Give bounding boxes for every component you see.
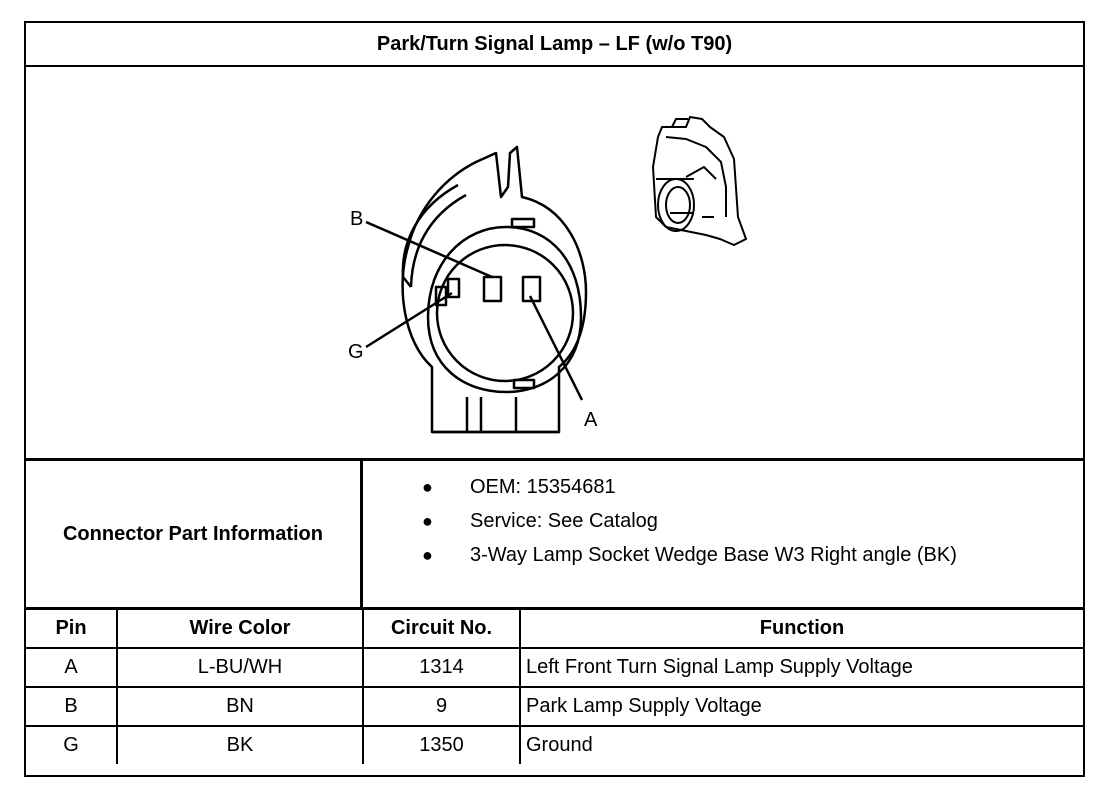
info-item-text: Service: See Catalog — [470, 510, 658, 532]
connector-info-list: ● OEM: 15354681 ● Service: See Catalog ● 3-… — [366, 473, 957, 575]
cell-pin: B — [26, 686, 118, 727]
pin-table: Pin Wire Color Circuit No. Function A L-… — [26, 610, 1083, 764]
connector-face-view: B G A — [348, 116, 747, 434]
connector-drawing: B G A — [26, 67, 1083, 461]
cell-circuit: 9 — [362, 686, 521, 727]
info-item-text: 3-Way Lamp Socket Wedge Base W3 Right an… — [470, 544, 957, 566]
cell-function: Ground — [519, 725, 1083, 764]
table-header-row: Pin Wire Color Circuit No. Function — [26, 610, 1083, 649]
pin-label-g: G — [348, 341, 364, 363]
pin-label-b: B — [350, 208, 363, 230]
table-row: G BK 1350 Ground — [26, 725, 1083, 764]
info-item-description: ● 3-Way Lamp Socket Wedge Base W3 Right a… — [366, 541, 957, 575]
table-row: A L-BU/WH 1314 Left Front Turn Signal La… — [26, 647, 1083, 688]
info-item-oem: ● OEM: 15354681 — [366, 473, 957, 507]
connector-part-info: Connector Part Information ● OEM: 1535468… — [26, 461, 1083, 610]
bullet-icon: ● — [422, 511, 433, 531]
table-row: B BN 9 Park Lamp Supply Voltage — [26, 686, 1083, 727]
info-item-service: ● Service: See Catalog — [366, 507, 957, 541]
cell-function: Left Front Turn Signal Lamp Supply Volta… — [519, 647, 1083, 688]
connector-info-label: Connector Part Information — [26, 461, 363, 607]
info-item-text: OEM: 15354681 — [470, 476, 616, 498]
header-function: Function — [519, 610, 1083, 649]
cell-pin: G — [26, 725, 118, 764]
cell-wire-color: L-BU/WH — [116, 647, 364, 688]
page-title: Park/Turn Signal Lamp – LF (w/o T90) — [26, 23, 1083, 67]
connector-sheet: Park/Turn Signal Lamp – LF (w/o T90) — [24, 21, 1085, 777]
cell-pin: A — [26, 647, 118, 688]
cell-wire-color: BN — [116, 686, 364, 727]
header-wire-color: Wire Color — [116, 610, 364, 649]
header-pin: Pin — [26, 610, 118, 649]
pin-label-a: A — [584, 409, 598, 431]
header-circuit: Circuit No. — [362, 610, 521, 649]
bullet-icon: ● — [422, 545, 433, 565]
cell-circuit: 1350 — [362, 725, 521, 764]
cell-wire-color: BK — [116, 725, 364, 764]
cell-circuit: 1314 — [362, 647, 521, 688]
cell-function: Park Lamp Supply Voltage — [519, 686, 1083, 727]
bullet-icon: ● — [422, 477, 433, 497]
